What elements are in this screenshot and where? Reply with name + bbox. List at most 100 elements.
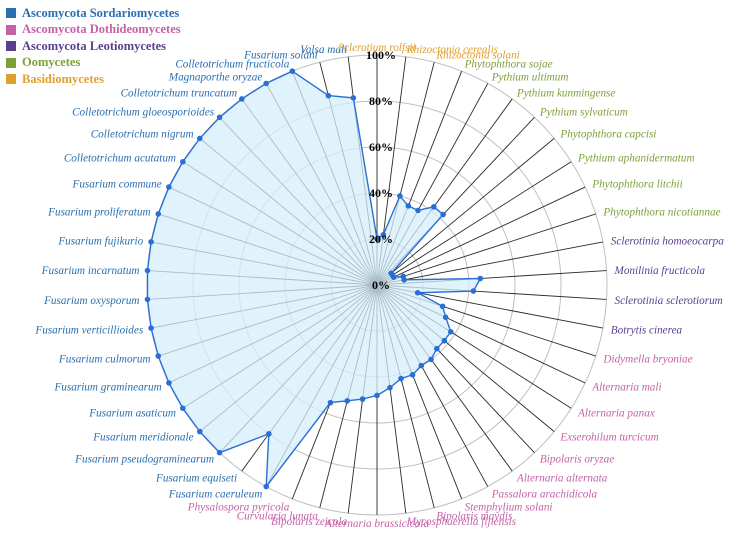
- category-label: Bipolaris maydis: [436, 511, 513, 523]
- data-point: [148, 325, 154, 331]
- category-label: Colletotrichum nigrum: [91, 128, 194, 140]
- category-label: Alternaria alternata: [516, 473, 608, 485]
- data-point: [401, 277, 407, 283]
- category-label: Fusarium culmorum: [58, 354, 151, 366]
- data-point: [180, 405, 186, 412]
- data-point: [344, 398, 351, 404]
- data-point: [166, 184, 172, 190]
- data-point: [327, 399, 334, 406]
- category-label: Pythium sylvaticum: [539, 107, 628, 119]
- category-label: Fusarium verticillioides: [34, 325, 143, 337]
- category-label: Fusarium incarnatum: [41, 265, 140, 277]
- data-point: [374, 392, 380, 399]
- spoke-line: [376, 186, 586, 286]
- data-point: [263, 80, 269, 87]
- category-label: Pythium ultimum: [491, 71, 569, 83]
- category-label: Mycosphaerella fijiensis: [406, 516, 517, 528]
- legend-swatch: [6, 74, 16, 85]
- category-label: Alternaria brassicicola: [324, 518, 430, 530]
- category-label: Sclerotinia homoeocarpa: [611, 235, 724, 247]
- category-label: Valsa mali: [300, 44, 347, 56]
- data-point: [439, 303, 446, 310]
- category-label: Fusarium graminearum: [53, 381, 161, 393]
- category-label: Curvularia lunata: [237, 511, 319, 523]
- category-label: Didymella bryoniae: [602, 354, 692, 366]
- category-label: Sclerotium rolfsii: [338, 42, 415, 54]
- legend-item: Basidiomycetes: [6, 71, 181, 88]
- data-point: [398, 375, 404, 382]
- legend-swatch: [6, 8, 16, 19]
- spoke-line: [376, 161, 572, 286]
- data-point: [415, 207, 421, 214]
- data-point: [441, 337, 448, 344]
- data-point: [239, 96, 245, 102]
- spoke-line: [376, 241, 604, 286]
- data-point: [397, 193, 403, 199]
- spoke-line: [376, 213, 596, 286]
- data-point: [428, 356, 434, 363]
- data-point: [350, 95, 357, 101]
- tick-label: 20%: [369, 232, 393, 246]
- category-label: Phytophthora litchii: [591, 179, 682, 191]
- data-point: [289, 68, 296, 74]
- category-label: Phytophthora capcisi: [559, 128, 656, 140]
- data-point: [430, 204, 437, 210]
- data-area: [144, 68, 484, 490]
- radial-ticks: 0%20%40%60%80%100%: [366, 48, 396, 292]
- data-point: [470, 288, 477, 294]
- category-label: Colletotrichum acutatum: [64, 153, 176, 165]
- category-label: Monilinia fructicola: [614, 265, 706, 277]
- legend-item: Ascomycota Dothideomycetes: [6, 22, 181, 39]
- data-point: [144, 296, 151, 303]
- category-label: Stemphylium solani: [465, 501, 553, 513]
- legend-label: Oomycetes: [22, 55, 81, 70]
- series-area: [147, 71, 481, 487]
- data-point: [414, 289, 421, 296]
- category-label: Rhizoctonia solani: [435, 50, 520, 62]
- data-point: [447, 329, 454, 335]
- data-point: [380, 231, 387, 238]
- category-label: Fusarium equiseti: [155, 473, 237, 485]
- data-point: [418, 362, 425, 369]
- category-label: Colletotrichum gloeosporioides: [72, 107, 215, 119]
- category-label: Alternaria mali: [591, 381, 661, 393]
- category-label: Phytophthora sojae: [464, 59, 553, 71]
- data-point: [477, 275, 484, 282]
- tick-label: 0%: [372, 278, 390, 292]
- category-label: Bipolaris oryzae: [540, 454, 614, 466]
- spoke-line: [376, 138, 555, 286]
- data-point: [359, 396, 366, 402]
- category-label: Phytophthora nicotiannae: [602, 207, 720, 219]
- data-point: [266, 431, 272, 437]
- legend-item: Ascomycota Leotiomycetes: [6, 38, 181, 55]
- data-point: [216, 114, 223, 121]
- legend-swatch: [6, 24, 16, 35]
- data-point: [216, 449, 223, 456]
- data-point: [440, 211, 446, 218]
- data-point: [196, 135, 203, 142]
- category-label: Bipolaris zeicola: [271, 516, 348, 528]
- legend-item: Oomycetes: [6, 55, 181, 72]
- category-label: Passalora arachidicola: [491, 489, 598, 501]
- data-point: [263, 483, 269, 490]
- category-label: Exserohilum turcicum: [559, 432, 658, 444]
- data-point: [155, 353, 162, 359]
- tick-label: 60%: [369, 140, 393, 154]
- legend-label: Basidiomycetes: [22, 71, 104, 86]
- category-label: Fusarium asaticum: [88, 408, 176, 420]
- data-point: [405, 203, 412, 209]
- category-label: Colletotrichum fructicola: [175, 59, 289, 71]
- category-label: Fusarium fujikurio: [57, 235, 143, 247]
- data-point: [434, 345, 440, 352]
- data-point: [196, 428, 203, 435]
- tick-label: 100%: [366, 48, 396, 62]
- legend-swatch: [6, 57, 16, 68]
- data-point: [148, 239, 154, 245]
- legend-item: Ascomycota Sordariomycetes: [6, 5, 181, 22]
- category-label: Fusarium meridionale: [92, 432, 193, 444]
- legend-swatch: [6, 41, 16, 52]
- category-label: Fusarium commune: [72, 179, 162, 191]
